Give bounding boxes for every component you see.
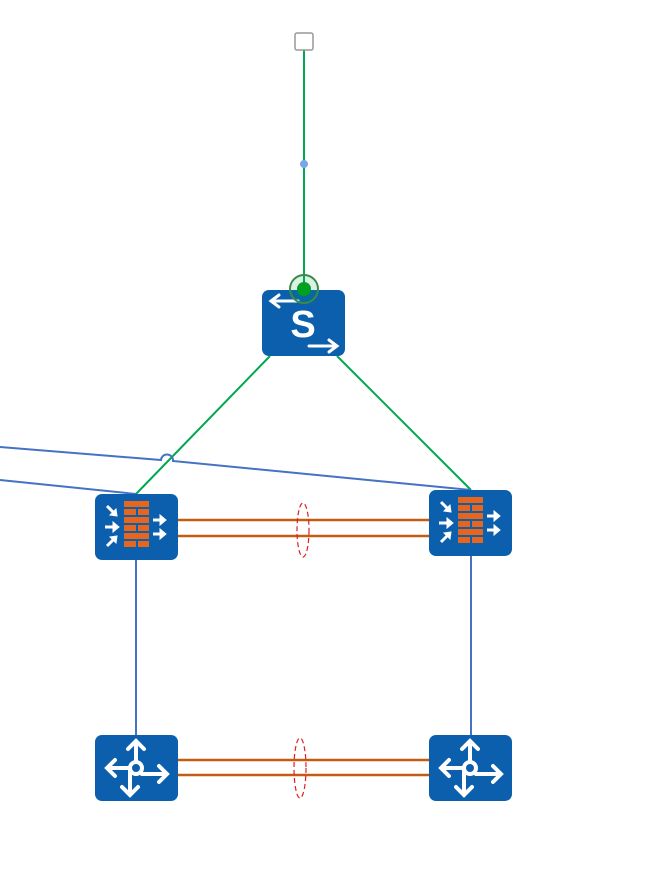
switch-device[interactable]: S bbox=[262, 290, 345, 356]
uplink-right[interactable] bbox=[336, 355, 472, 491]
link-external-to-left-firewall[interactable] bbox=[0, 479, 137, 495]
router-left[interactable] bbox=[93, 733, 180, 803]
uplink-left[interactable] bbox=[135, 355, 271, 495]
switch-symbol: S bbox=[290, 304, 315, 346]
router-right[interactable] bbox=[427, 733, 514, 803]
links bbox=[0, 50, 472, 799]
connection-point bbox=[297, 282, 311, 296]
link-external-to-right-firewall[interactable] bbox=[0, 446, 472, 491]
firewall-right[interactable] bbox=[427, 488, 514, 558]
lag-marker-router bbox=[293, 737, 307, 799]
firewall-left[interactable] bbox=[93, 492, 180, 562]
lag-marker-firewall bbox=[296, 502, 310, 558]
endpoint-handle[interactable] bbox=[294, 32, 314, 51]
midpoint-handle[interactable] bbox=[300, 160, 308, 168]
